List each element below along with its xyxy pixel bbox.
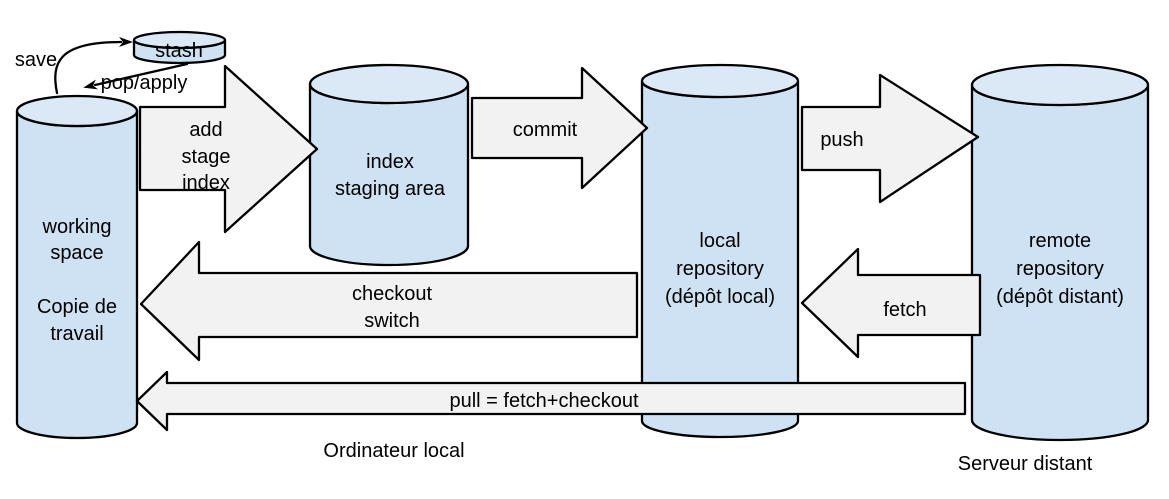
- local-machine-caption: Ordinateur local: [323, 440, 464, 462]
- add-arrow-label-line3: index: [182, 172, 230, 194]
- stash-cylinder: stash: [132, 30, 227, 65]
- pull-arrow: pull = fetch+checkout: [135, 370, 967, 432]
- working-space-label-line3: Copie de: [37, 296, 117, 318]
- pop-apply-arrow-line: [83, 62, 189, 90]
- local-repository-label-line3: (dépôt local): [665, 286, 775, 308]
- save-arrow-curve: [54, 37, 133, 95]
- checkout-switch-arrow-shape: [139, 240, 639, 362]
- push-arrow-shape: [800, 73, 980, 204]
- index-staging-label-line2: staging area: [335, 178, 446, 200]
- checkout-arrow-label-line2: switch: [364, 310, 420, 332]
- index-staging-cylinder-top: [308, 63, 470, 105]
- stash-cylinder-top: [132, 30, 227, 50]
- pop-apply-arrow-label: pop/apply: [101, 72, 188, 94]
- fetch-arrow: fetch: [800, 247, 982, 359]
- remote-repository-label-line2: repository: [1016, 258, 1104, 280]
- remote-server-caption: Serveur distant: [958, 453, 1093, 475]
- local-repository-label-line1: local: [699, 230, 740, 252]
- working-space-cylinder-top: [15, 94, 139, 128]
- working-space-label-line4: travail: [50, 323, 103, 345]
- pull-arrow-label: pull = fetch+checkout: [449, 390, 638, 412]
- checkout-arrow-label-line1: checkout: [352, 283, 432, 305]
- commit-arrow-shape: [470, 66, 649, 190]
- save-arrow-label: save: [15, 49, 57, 71]
- remote-repository-cylinder: remote repository (dépôt distant): [970, 63, 1150, 442]
- add-stage-index-arrow-shape: [138, 64, 319, 234]
- index-staging-cylinder: index staging area: [308, 63, 470, 267]
- save-arrow: save: [15, 37, 133, 95]
- working-space-cylinder: working space Copie de travail: [15, 94, 139, 440]
- pop-apply-arrow: pop/apply: [83, 62, 189, 94]
- commit-arrow: commit: [470, 66, 649, 190]
- remote-repository-label-line1: remote: [1029, 230, 1091, 252]
- pull-arrow-shape: [135, 370, 967, 432]
- stash-label: stash: [155, 40, 203, 62]
- add-stage-index-arrow: add stage index: [138, 64, 319, 234]
- commit-arrow-label: commit: [513, 119, 578, 141]
- add-arrow-label-line1: add: [189, 119, 222, 141]
- local-repository-cylinder-top: [640, 63, 800, 99]
- working-space-label-line1: working: [42, 216, 112, 238]
- add-arrow-label-line2: stage: [182, 146, 231, 168]
- local-repository-label-line2: repository: [676, 258, 764, 280]
- remote-repository-label-line3: (dépôt distant): [996, 286, 1124, 308]
- working-space-cylinder-body: [15, 109, 139, 440]
- index-staging-label-line1: index: [366, 151, 414, 173]
- working-space-label-line2: space: [50, 242, 103, 264]
- push-arrow-label: push: [820, 129, 863, 151]
- push-arrow: push: [800, 73, 980, 204]
- index-staging-cylinder-body: [308, 82, 470, 267]
- local-repository-cylinder: local repository (dépôt local): [640, 63, 800, 439]
- fetch-arrow-label: fetch: [883, 299, 926, 321]
- checkout-switch-arrow: checkout switch: [139, 240, 639, 362]
- fetch-arrow-shape: [800, 247, 982, 359]
- remote-repository-cylinder-top: [970, 63, 1150, 107]
